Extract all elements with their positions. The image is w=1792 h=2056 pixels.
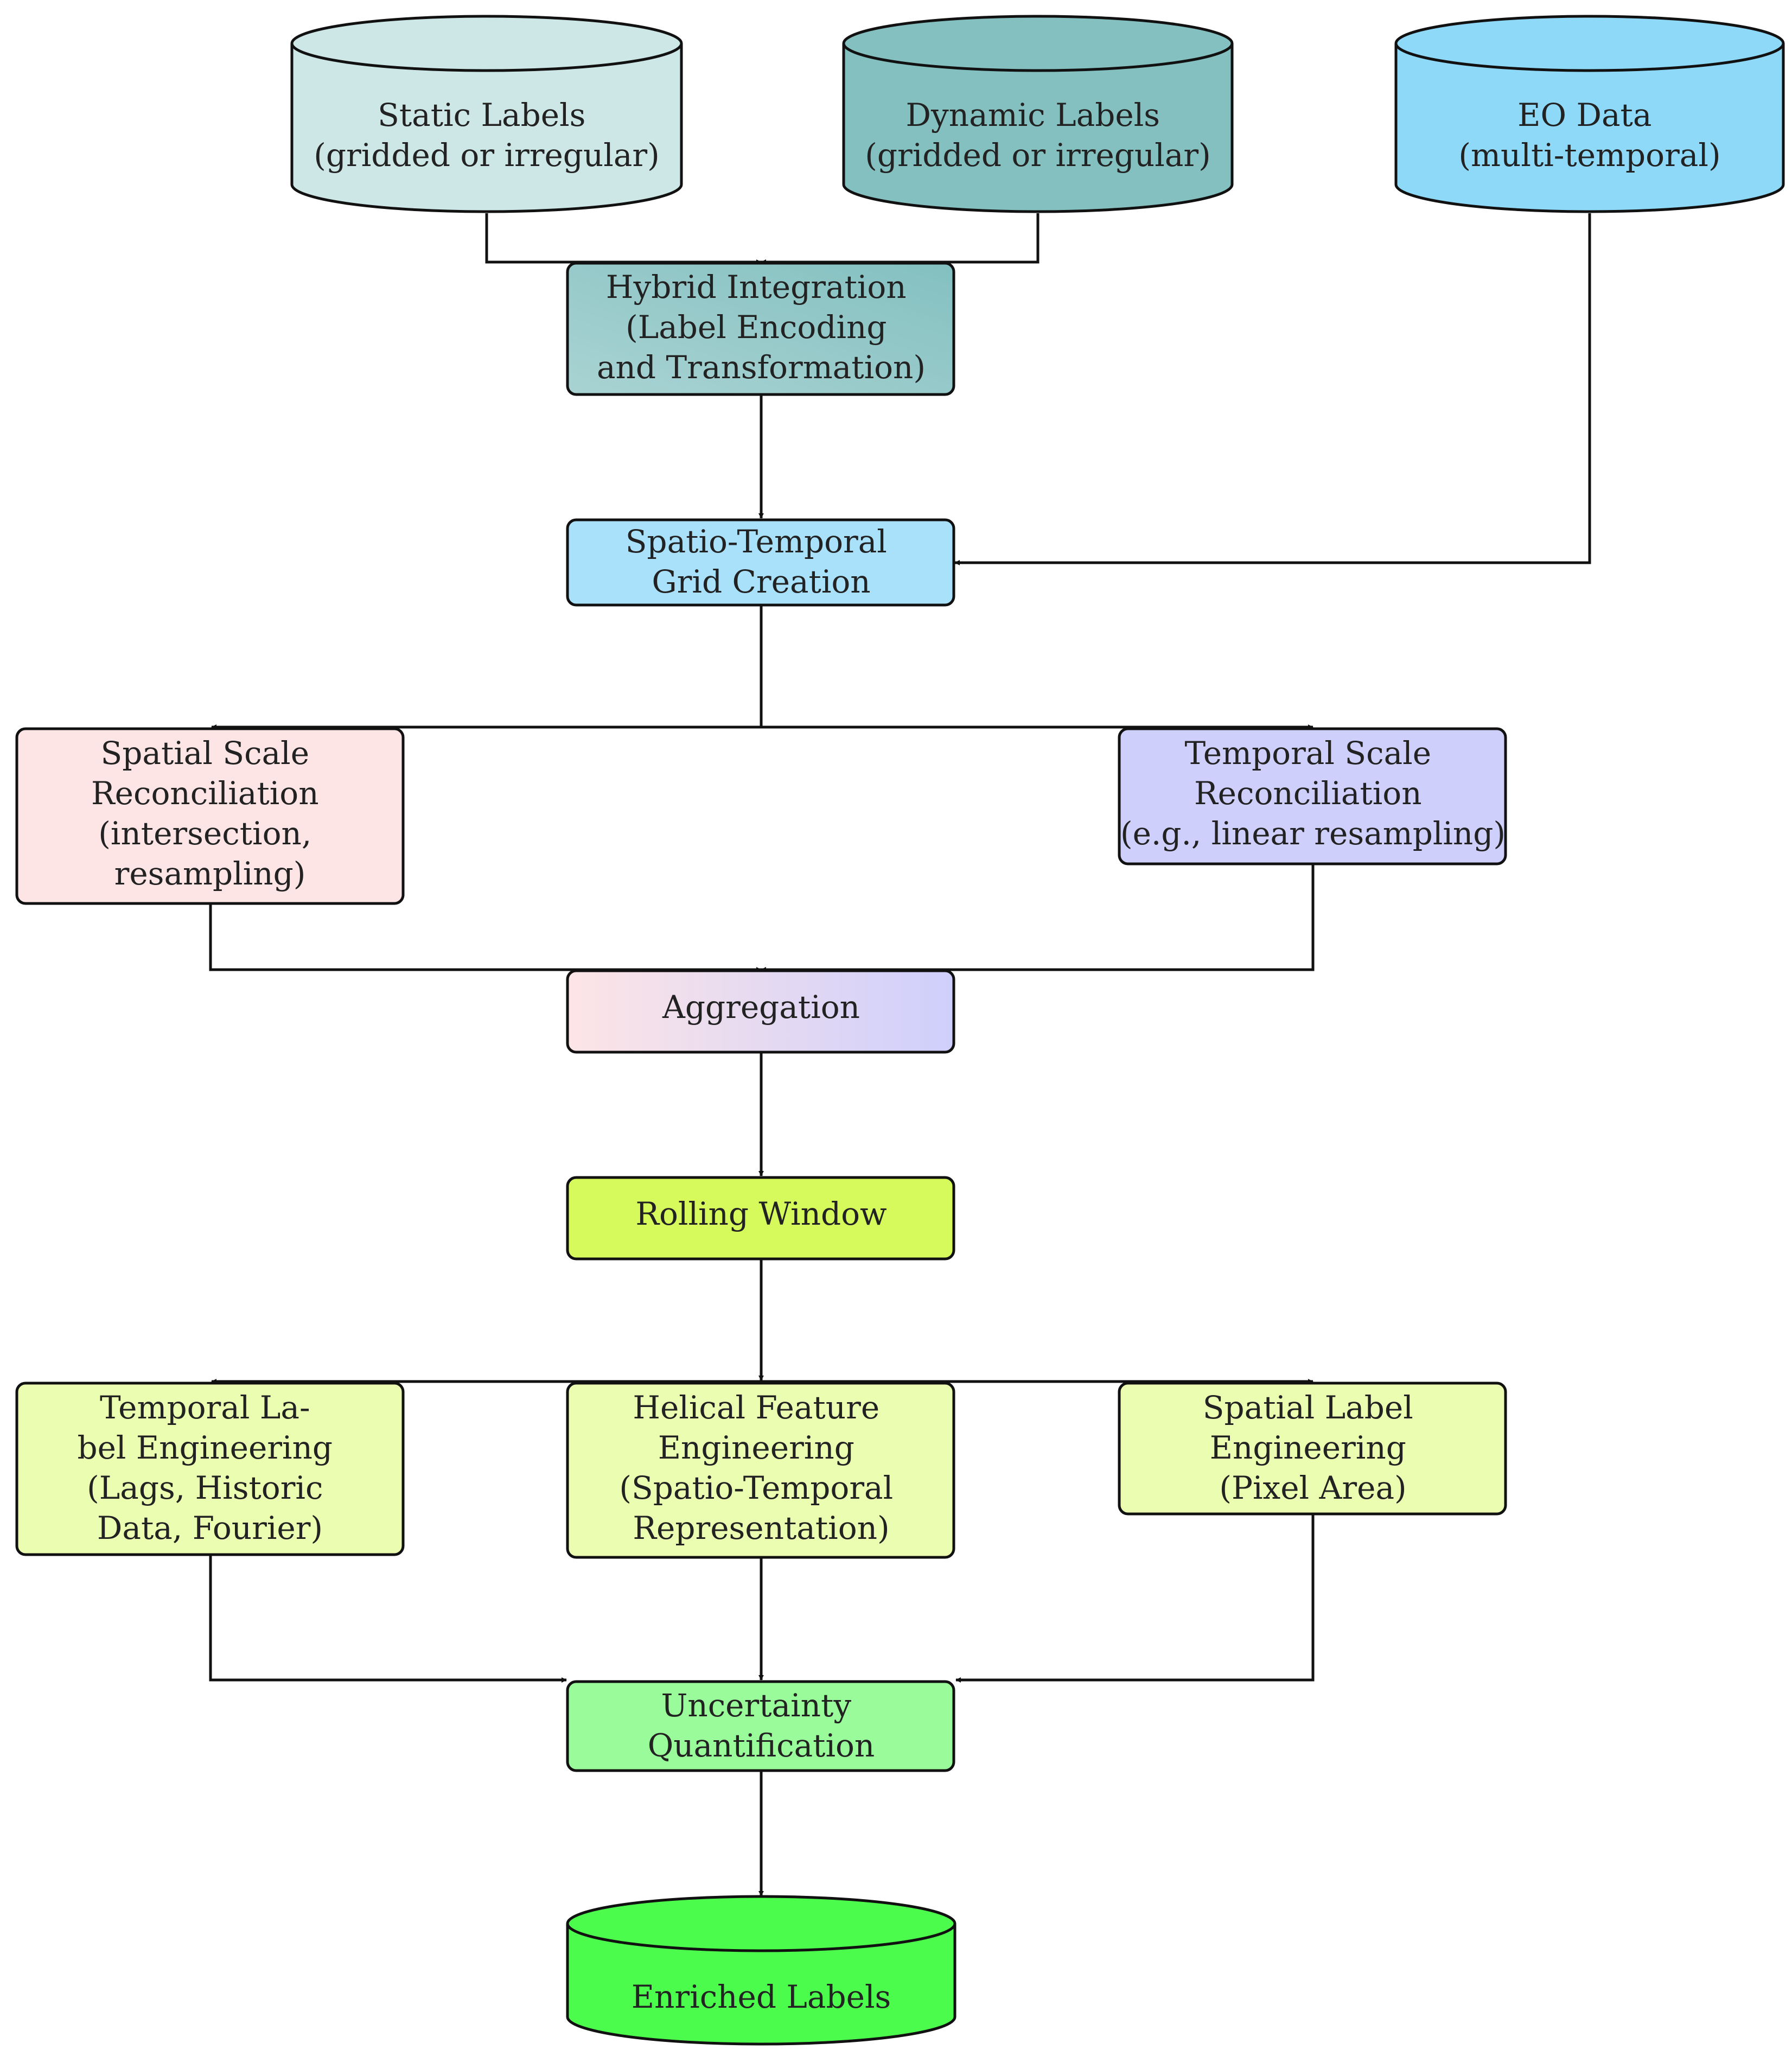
helical-feature-eng-node: Helical Feature Engineering (Spatio-Temp…	[566, 1382, 955, 1559]
spatial-label-eng-line-1: Spatial Label	[1203, 1389, 1413, 1426]
temporal-scale-line-1: Temporal Scale	[1185, 735, 1432, 772]
rolling-window-node: Rolling Window	[566, 1176, 955, 1261]
rolling-window-text: Rolling Window	[635, 1195, 887, 1232]
temporal-scale-line-2: Reconciliation	[1194, 775, 1422, 812]
temporal-label-eng-text: Temporal La- bel Engineering (Lags, Hist…	[77, 1389, 342, 1546]
temporal-scale-box	[1118, 727, 1507, 865]
edge-dynamic-to-hybrid	[761, 213, 1040, 262]
edge-temporal-scale-to-aggregation	[761, 864, 1315, 970]
grid-creation-box	[566, 518, 955, 607]
aggregation-node: Aggregation	[566, 969, 955, 1054]
temporal-label-eng-node: Temporal La- bel Engineering (Lags, Hist…	[15, 1382, 405, 1556]
helical-feature-eng-box	[566, 1382, 955, 1559]
temporal-scale-text: Temporal Scale Reconciliation (e.g., lin…	[1120, 735, 1506, 852]
enriched-labels-cylinder	[566, 1895, 956, 2046]
rolling-window-box	[566, 1176, 955, 1261]
temporal-label-eng-box	[15, 1382, 405, 1556]
edge-static-to-hybrid	[485, 213, 761, 262]
eo-data-node: EO Data (multi-temporal)	[1394, 15, 1785, 213]
edge-spatial-label-to-uncertainty	[956, 1514, 1315, 1680]
static-labels-cylinder	[290, 15, 683, 213]
hybrid-integration-node: Hybrid Integration (Label Encoding and T…	[566, 262, 955, 396]
eo-data-cylinder	[1394, 15, 1785, 213]
spatial-scale-line-2: Reconciliation	[91, 775, 319, 812]
dynamic-labels-line-2: (gridded or irregular)	[865, 137, 1211, 174]
temporal-scale-line-3: (e.g., linear resampling)	[1120, 815, 1506, 852]
aggregation-line-1: Aggregation	[662, 989, 860, 1026]
aggregation-text: Aggregation	[662, 989, 860, 1026]
grid-creation-node: Spatio-Temporal Grid Creation	[566, 518, 955, 607]
helical-feature-eng-line-2: Engineering	[658, 1429, 854, 1466]
temporal-label-eng-line-4: Data, Fourier)	[97, 1510, 323, 1546]
grid-creation-line-2: Grid Creation	[652, 563, 870, 600]
spatial-label-eng-line-2: Engineering	[1210, 1429, 1406, 1466]
dynamic-labels-node: Dynamic Labels (gridded or irregular)	[842, 15, 1234, 213]
spatial-label-eng-text: Spatial Label Engineering (Pixel Area)	[1203, 1389, 1423, 1506]
temporal-label-eng-line-2: bel Engineering	[77, 1429, 333, 1466]
spatial-scale-line-1: Spatial Scale	[101, 735, 310, 772]
temporal-scale-node: Temporal Scale Reconciliation (e.g., lin…	[1118, 727, 1507, 865]
edge-grid-to-spatial-scale	[212, 605, 763, 727]
rolling-window-line-1: Rolling Window	[635, 1195, 887, 1232]
grid-creation-line-1: Spatio-Temporal	[626, 523, 887, 560]
helical-feature-eng-line-4: Representation)	[633, 1510, 889, 1546]
uncertainty-node: Uncertainty Quantification	[566, 1680, 955, 1772]
dynamic-labels-text: Dynamic Labels (gridded or irregular)	[865, 97, 1211, 174]
edge-temporal-label-to-uncertainty	[209, 1555, 566, 1680]
eo-data-text: EO Data (multi-temporal)	[1458, 97, 1720, 174]
dynamic-labels-line-1: Dynamic Labels	[906, 97, 1160, 133]
edge-eo-to-grid	[955, 213, 1591, 563]
eo-data-line-2: (multi-temporal)	[1458, 137, 1720, 174]
spatial-scale-text: Spatial Scale Reconciliation (intersecti…	[91, 735, 329, 892]
eo-data-line-1: EO Data	[1517, 97, 1651, 133]
grid-creation-text: Spatio-Temporal Grid Creation	[626, 523, 897, 600]
temporal-label-eng-line-3: (Lags, Historic	[87, 1469, 323, 1506]
static-labels-line-2: (gridded or irregular)	[314, 137, 660, 174]
enriched-labels-node: Enriched Labels	[566, 1895, 956, 2046]
uncertainty-line-1: Uncertainty	[661, 1687, 851, 1724]
hybrid-integration-text: Hybrid Integration (Label Encoding and T…	[597, 269, 926, 386]
eo-data-cylinder-rim	[1394, 43, 1785, 72]
dynamic-labels-cylinder	[842, 15, 1234, 213]
static-labels-text: Static Labels (gridded or irregular)	[314, 97, 660, 174]
hybrid-integration-line-2: (Label Encoding	[626, 309, 887, 346]
static-labels-cylinder-rim	[290, 43, 683, 72]
enriched-labels-cylinder-rim	[566, 1923, 956, 1952]
enriched-labels-text: Enriched Labels	[632, 1978, 891, 2015]
uncertainty-box	[566, 1680, 955, 1772]
helical-feature-eng-line-1: Helical Feature	[633, 1389, 879, 1426]
hybrid-integration-line-1: Hybrid Integration	[606, 269, 907, 305]
hybrid-integration-box	[566, 262, 955, 396]
edges	[209, 213, 1591, 1896]
uncertainty-text: Uncertainty Quantification	[648, 1687, 875, 1764]
enriched-labels-line-1: Enriched Labels	[632, 1978, 891, 2015]
dynamic-labels-cylinder-rim	[842, 43, 1234, 72]
static-labels-line-1: Static Labels	[378, 97, 585, 133]
spatial-label-eng-node: Spatial Label Engineering (Pixel Area)	[1118, 1382, 1507, 1516]
spatial-scale-node: Spatial Scale Reconciliation (intersecti…	[15, 727, 405, 905]
spatial-scale-line-3: (intersection,	[98, 815, 311, 852]
edge-spatial-scale-to-aggregation	[209, 903, 761, 970]
static-labels-node: Static Labels (gridded or irregular)	[290, 15, 683, 213]
temporal-label-eng-line-1: Temporal La-	[100, 1389, 310, 1426]
hybrid-integration-line-3: and Transformation)	[597, 349, 926, 386]
spatial-scale-box	[15, 727, 405, 905]
uncertainty-line-2: Quantification	[648, 1727, 875, 1764]
spatial-label-eng-line-3: (Pixel Area)	[1219, 1469, 1406, 1506]
aggregation-box	[566, 969, 955, 1054]
helical-feature-eng-line-3: (Spatio-Temporal	[619, 1469, 893, 1506]
spatial-scale-line-4: resampling)	[114, 855, 306, 892]
spatial-label-eng-box	[1118, 1382, 1507, 1516]
helical-feature-eng-text: Helical Feature Engineering (Spatio-Temp…	[619, 1389, 903, 1546]
